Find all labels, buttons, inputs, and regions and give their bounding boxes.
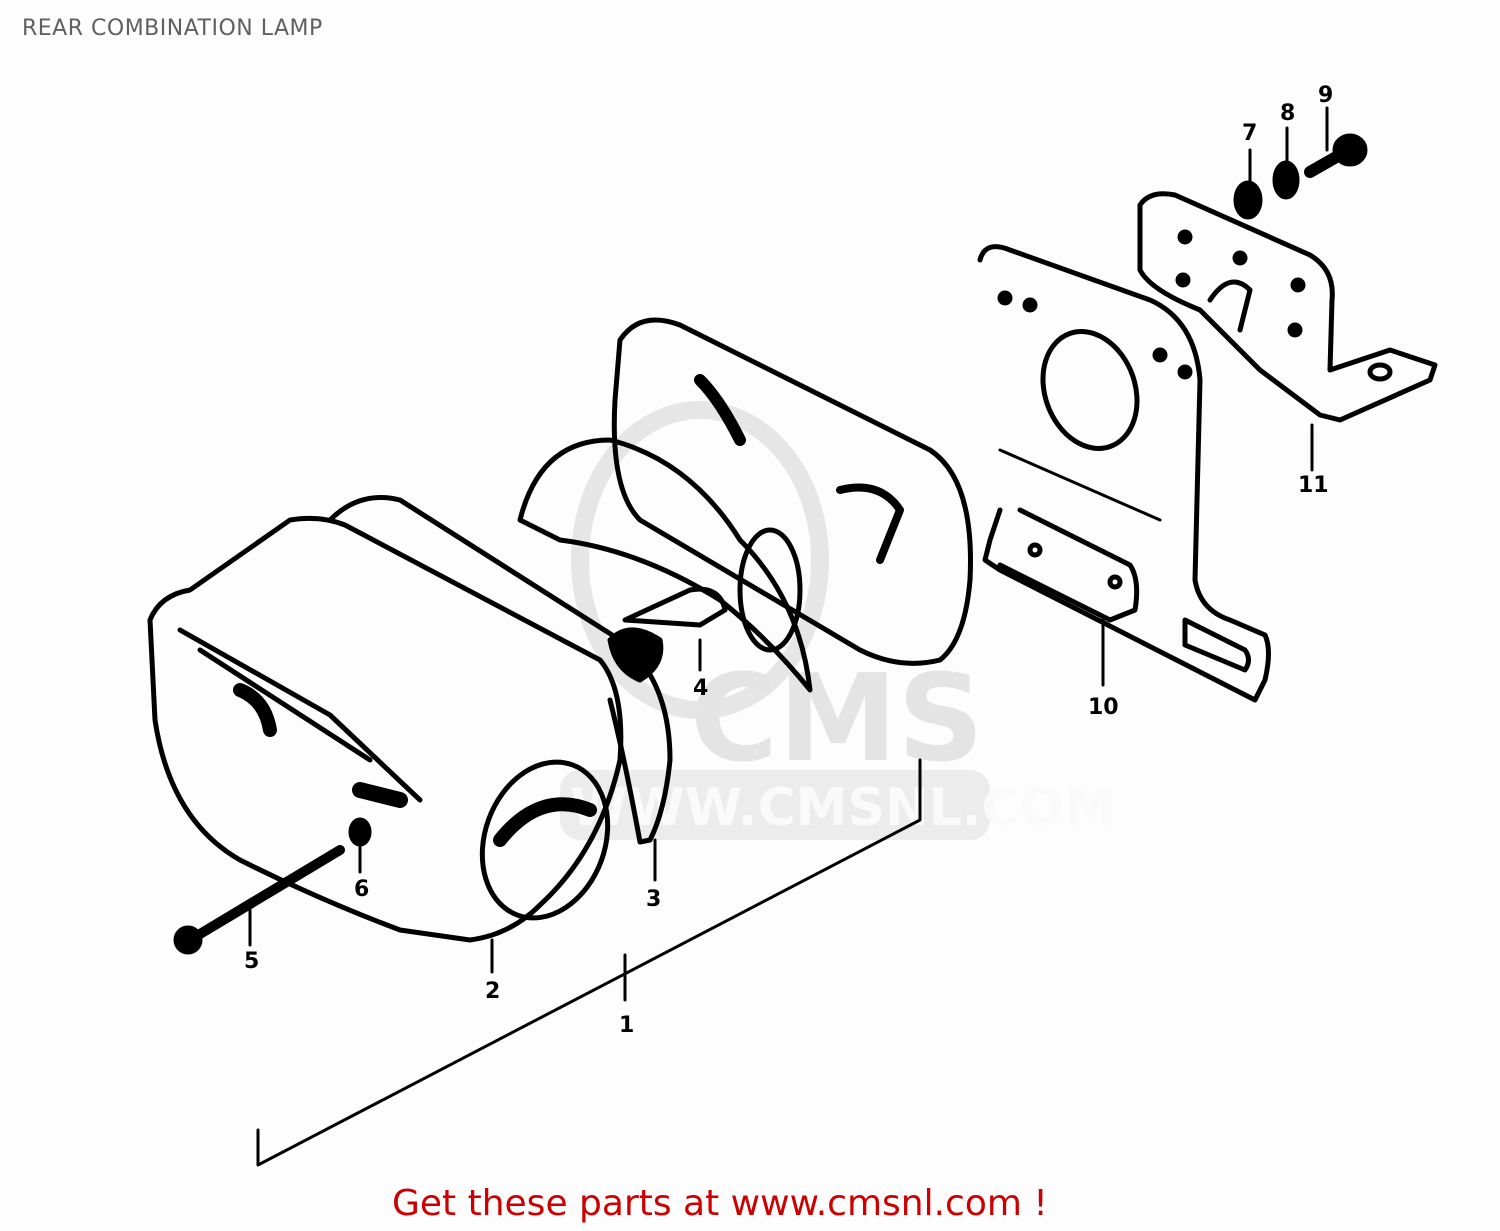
watermark-logo: CMS	[690, 650, 984, 789]
fasteners-part-7-8-9	[1233, 133, 1368, 220]
lens-part-2	[147, 515, 624, 943]
callout-4: 4	[693, 676, 708, 701]
callout-8: 8	[1280, 101, 1295, 126]
callout-1: 1	[619, 1013, 634, 1038]
washer-part-6	[348, 817, 372, 847]
screw-part-5	[173, 845, 345, 955]
watermark: CMS WWW.CMSNL.COM	[560, 401, 1115, 840]
callout-labels: 1 2 3 4 5 6 7 8 9 10 11	[244, 83, 1333, 1038]
lamp-housing	[517, 317, 973, 693]
assembly-bracket-line	[256, 758, 922, 1167]
callout-2: 2	[485, 979, 500, 1004]
bracket-part-11	[1137, 191, 1438, 423]
footer-parts-link[interactable]: Get these parts at www.cmsnl.com !	[392, 1183, 1048, 1224]
callout-11: 11	[1298, 473, 1329, 498]
bulb-part-4	[607, 586, 728, 683]
bracket-part-10	[977, 244, 1271, 703]
callout-10: 10	[1088, 695, 1119, 720]
gasket-part-3	[327, 495, 673, 845]
callout-6: 6	[354, 877, 369, 902]
callout-5: 5	[244, 949, 259, 974]
leader-lines	[248, 106, 1329, 1002]
callout-9: 9	[1318, 83, 1333, 108]
callout-3: 3	[646, 887, 661, 912]
page-title: REAR COMBINATION LAMP	[22, 16, 323, 41]
callout-7: 7	[1242, 121, 1257, 146]
watermark-url: WWW.CMSNL.COM	[570, 778, 1115, 838]
